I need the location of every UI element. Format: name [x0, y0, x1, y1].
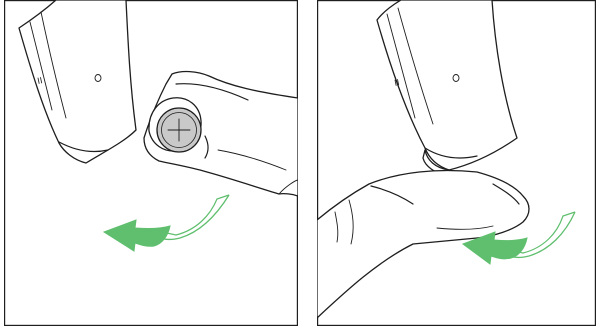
coin-cell-battery [149, 98, 201, 152]
step-panel-right: II [317, 0, 596, 326]
hearing-aid-device: II [377, 0, 517, 176]
hearing-aid-device: II [19, 0, 136, 163]
curved-arrow-icon [104, 195, 229, 251]
step-panel-left: II [4, 0, 298, 326]
